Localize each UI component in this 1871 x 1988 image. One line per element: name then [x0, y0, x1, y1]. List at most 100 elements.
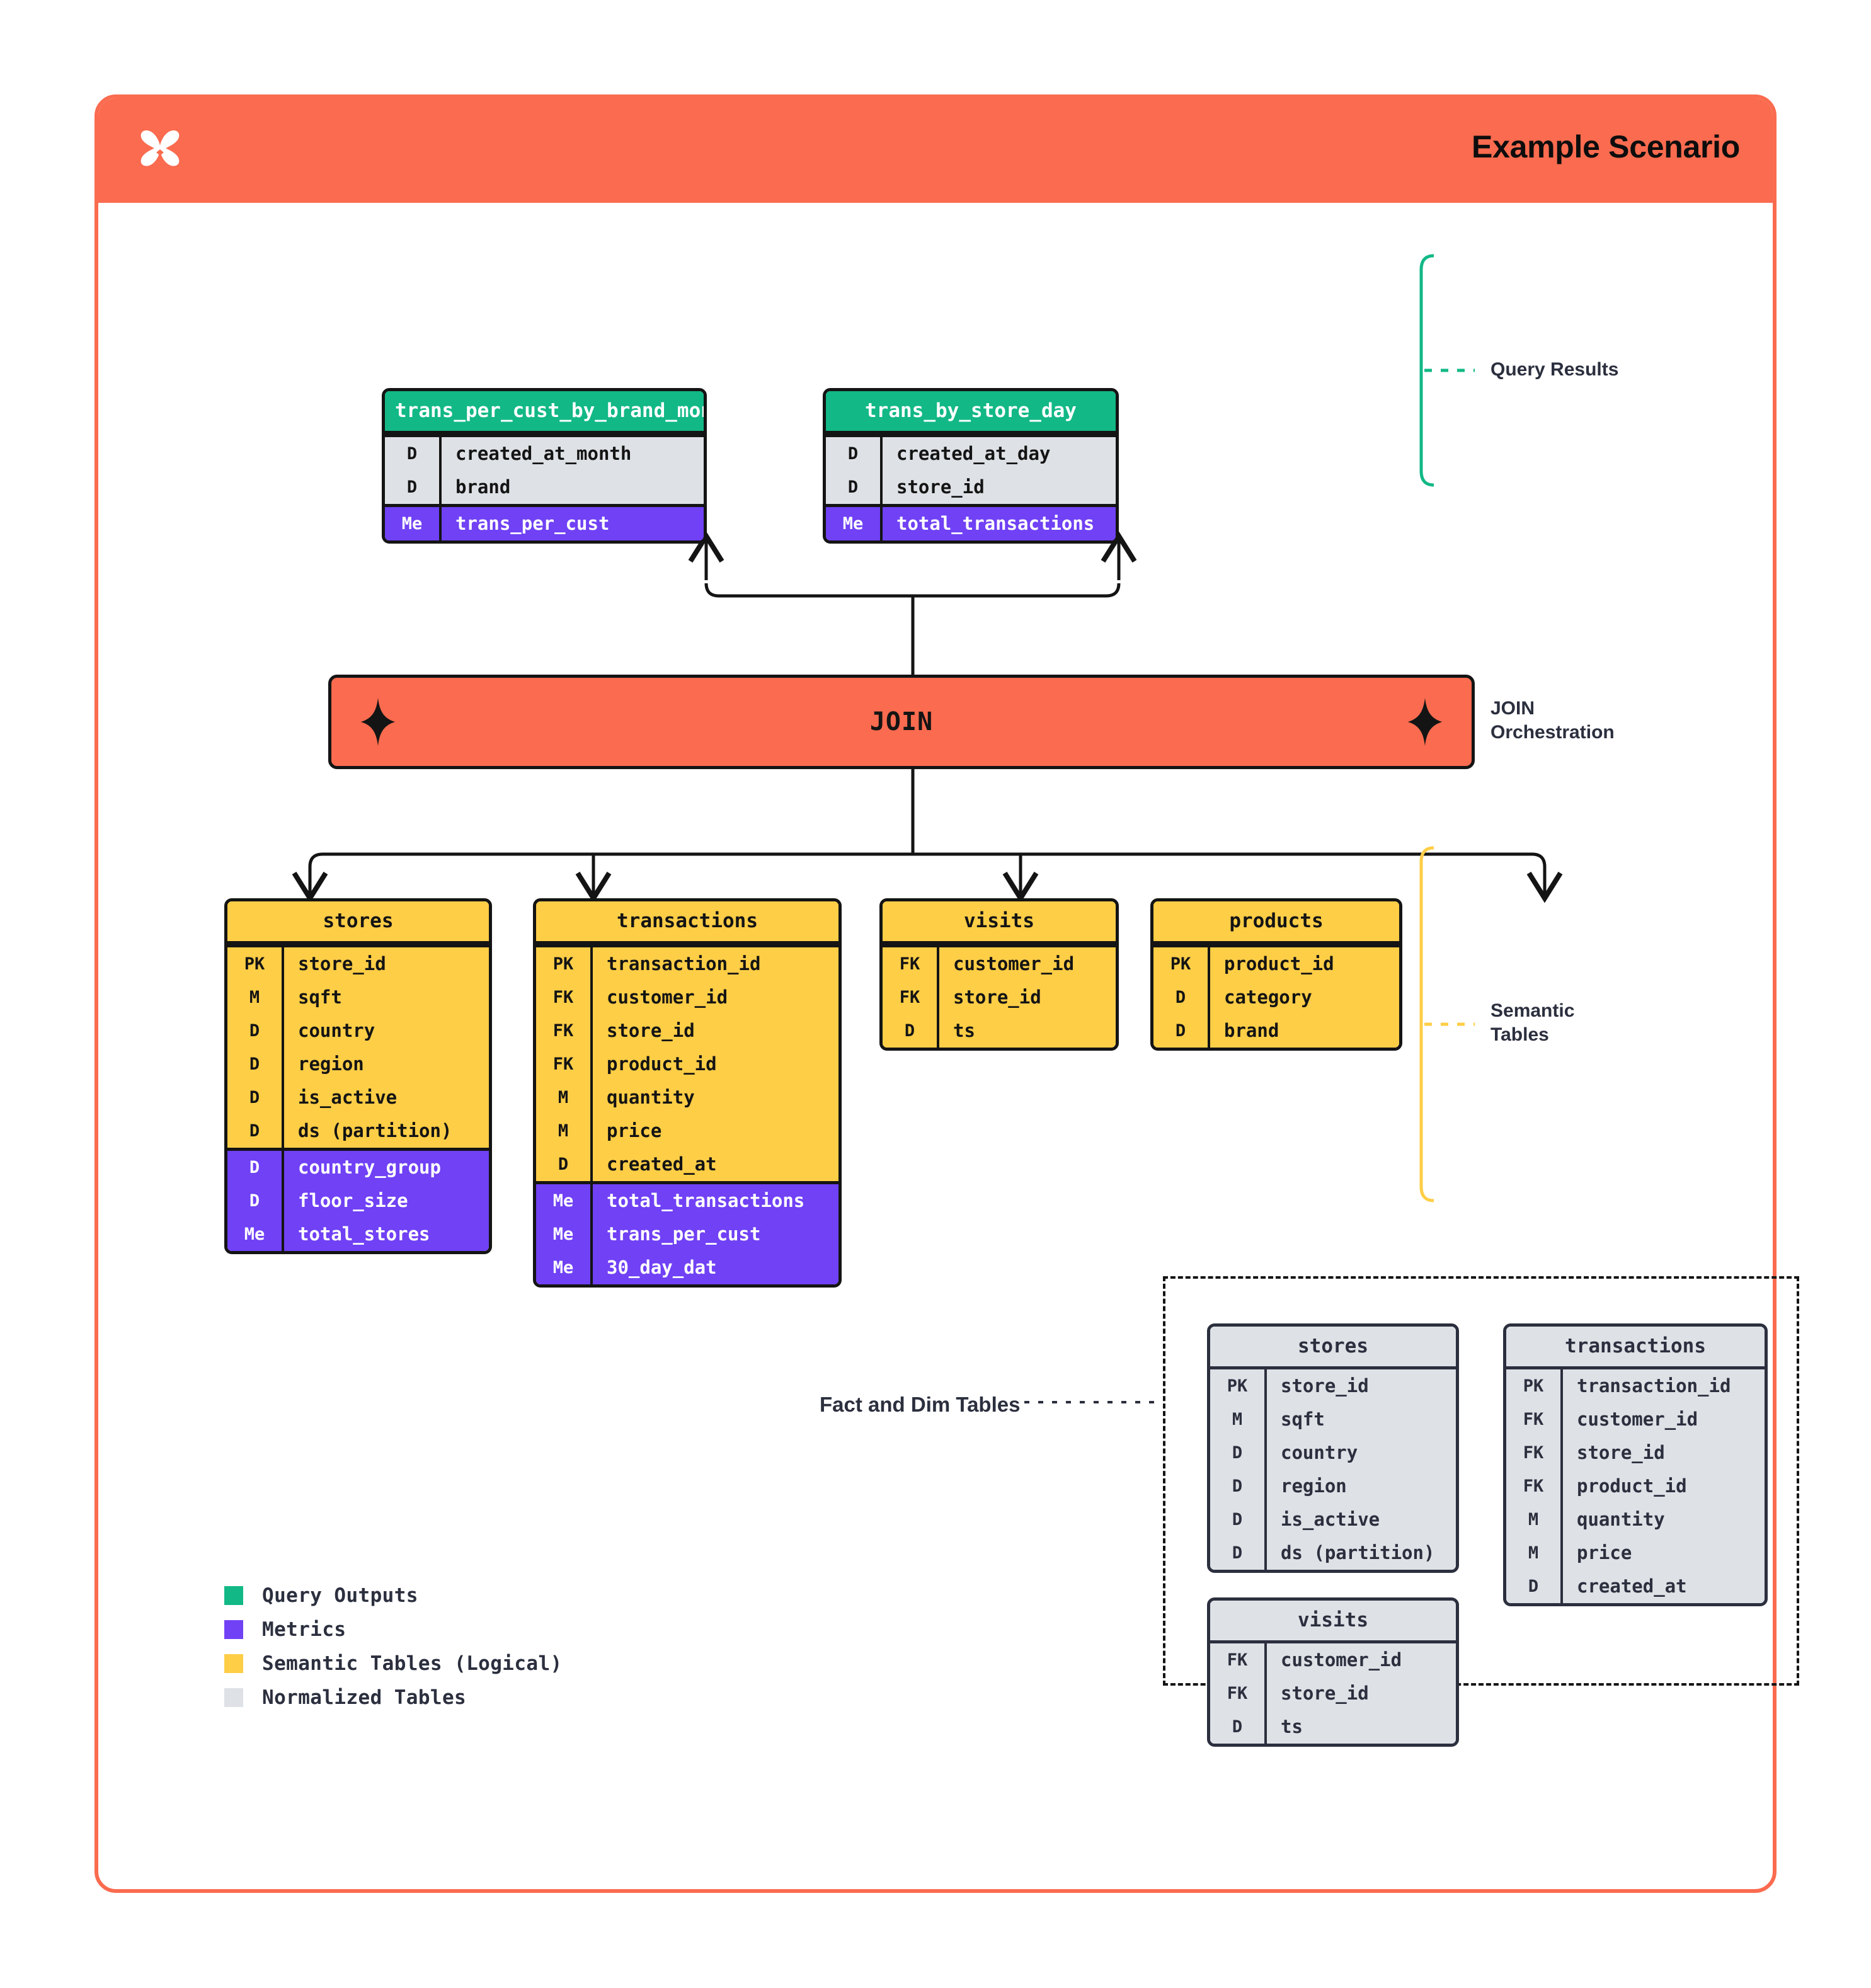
row-key: D [406, 477, 418, 498]
row-column: country [282, 1014, 489, 1048]
annotation-text-line2: Tables [1491, 1024, 1549, 1046]
row-key: FK [1227, 1650, 1248, 1671]
row-key: Me [552, 1191, 574, 1211]
legend-item-normalized-tables: Normalized Tables [224, 1681, 563, 1715]
annotation-text-line1: Semantic [1491, 1000, 1575, 1021]
row-column: is_active [282, 1081, 489, 1115]
row-column: total_stores [282, 1218, 489, 1252]
row-column: transaction_id [590, 947, 838, 981]
row-column: store_id [937, 981, 1116, 1015]
row-column: ds (partition) [1264, 1536, 1456, 1570]
row-column: trans_per_cust [439, 507, 704, 541]
annotation-join-orchestration: JOIN Orchestration [1491, 697, 1615, 745]
legend-item-semantic-tables: Semantic Tables (Logical) [224, 1647, 563, 1681]
row-key: FK [1523, 1477, 1544, 1497]
row-key: FK [1227, 1684, 1248, 1704]
table-title: transactions [1506, 1327, 1765, 1370]
row-column: created_at [590, 1148, 838, 1182]
row-column: total_transactions [590, 1184, 838, 1218]
row-column: store_id [1560, 1436, 1765, 1470]
row-key: Me [842, 514, 864, 534]
join-label: JOIN [869, 707, 934, 736]
legend: Query Outputs Metrics Semantic Tables (L… [224, 1579, 563, 1715]
row-column: region [1264, 1470, 1456, 1504]
diagram-card: Example Scenario [94, 94, 1799, 1893]
row-column: region [282, 1048, 489, 1082]
legend-label: Normalized Tables [262, 1686, 467, 1709]
table-metrics-section: Me total_transactions Me trans_per_cust Me… [536, 1181, 838, 1285]
legend-swatch [224, 1586, 243, 1605]
row-key: D [249, 1158, 260, 1178]
table-metrics-section: Me total_transactions [826, 504, 1116, 541]
table-row: D created_at_month [385, 437, 704, 471]
row-key: D [249, 1121, 260, 1141]
row-column: trans_per_cust [590, 1218, 838, 1252]
table-title: trans_per_cust_by_brand_month [385, 391, 704, 435]
table-row: D brand [385, 471, 704, 505]
row-column: ts [1264, 1710, 1456, 1744]
annotation-query-results: Query Results [1491, 358, 1618, 382]
row-column: created_at_month [439, 437, 704, 471]
table-title: trans_by_store_day [826, 391, 1116, 435]
annotation-text: Fact and Dim Tables [820, 1393, 1021, 1416]
row-column: price [1560, 1536, 1765, 1570]
row-key: FK [552, 1021, 574, 1041]
annotation-fact-and-dim-tables: Fact and Dim Tables [820, 1393, 1020, 1417]
table-dimensions-section: D created_at_day D store_id [826, 434, 1116, 505]
row-column: store_id [1264, 1369, 1456, 1403]
row-column: sqft [282, 981, 489, 1015]
row-key: D [558, 1155, 569, 1175]
row-column: product_id [1560, 1470, 1765, 1504]
row-column: floor_size [282, 1184, 489, 1218]
row-column: is_active [1264, 1503, 1456, 1537]
row-key: Me [552, 1225, 574, 1245]
row-key: M [249, 988, 260, 1008]
row-column: customer_id [1560, 1403, 1765, 1437]
row-column: created_at_day [880, 437, 1116, 471]
table-row: Me total_transactions [536, 1184, 838, 1218]
card-header: Example Scenario [98, 98, 1773, 203]
legend-label: Metrics [262, 1618, 346, 1641]
row-column: brand [439, 471, 704, 505]
row-key: D [249, 1088, 260, 1108]
table-row: D store_id [826, 471, 1116, 505]
join-orchestration-bar[interactable]: JOIN [328, 675, 1475, 769]
annotation-text-line2: Orchestration [1491, 722, 1615, 743]
table-title: visits [883, 901, 1116, 945]
row-key: D [847, 444, 859, 464]
table-title: stores [227, 901, 489, 945]
table-metrics-section: Me trans_per_cust [385, 504, 704, 541]
row-key: PK [552, 954, 574, 974]
query-result-table-trans-by-store-day[interactable]: trans_by_store_day D created_at_day D st… [823, 388, 1119, 544]
query-result-table-trans-per-cust-by-brand-month[interactable]: trans_per_cust_by_brand_month D created_… [382, 388, 707, 544]
